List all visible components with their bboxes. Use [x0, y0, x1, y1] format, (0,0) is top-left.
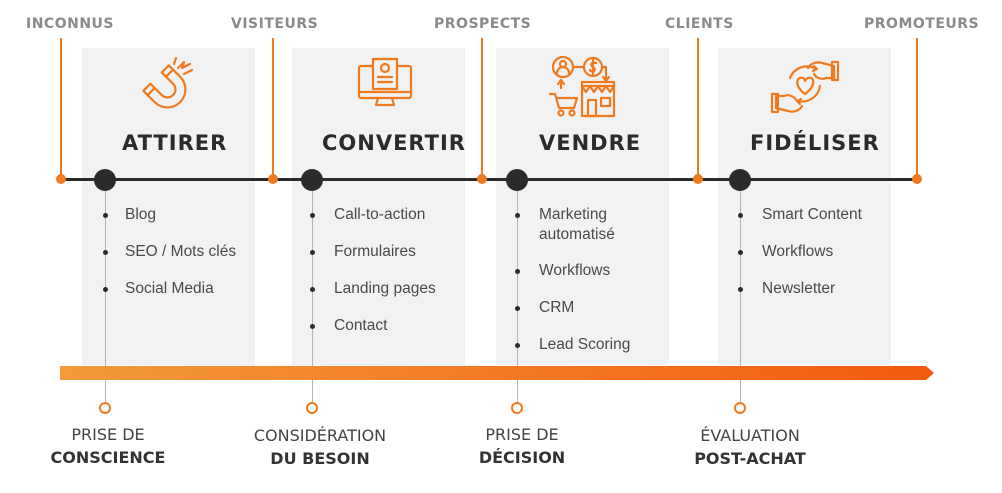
- bullet: [738, 250, 743, 255]
- phase-line-2: CONSCIENCE: [50, 448, 166, 467]
- list-item: Blog: [125, 206, 157, 223]
- stage-dot: [268, 174, 278, 184]
- stage-tick: [272, 38, 274, 178]
- stage-label-inconnus: INCONNUS: [26, 16, 114, 32]
- stage-tick: [697, 38, 699, 178]
- list-item: Marketing automatisé: [539, 206, 615, 243]
- bullet: [103, 250, 108, 255]
- stage-label-clients: CLIENTS: [665, 16, 734, 32]
- column-panel-convertir: [292, 48, 465, 365]
- stage-tick: [481, 38, 483, 178]
- column-node: [729, 169, 751, 191]
- column-title-convertir: CONVERTIR: [322, 131, 466, 155]
- bullet: [103, 213, 108, 218]
- phase-line-2: DÉCISION: [478, 448, 566, 467]
- phase-label-consideration: CONSIDÉRATION DU BESOIN: [220, 424, 420, 470]
- phase-line-2: POST-ACHAT: [694, 449, 806, 468]
- phase-ring: [306, 402, 318, 414]
- stage-dot: [56, 174, 66, 184]
- magnet-icon: [142, 56, 194, 109]
- column-node: [506, 169, 528, 191]
- phase-ring: [99, 402, 111, 414]
- bullet: [515, 213, 520, 218]
- column-guide-line: [105, 190, 106, 402]
- column-guide-line: [312, 190, 313, 402]
- store-cart-icon: [548, 55, 616, 118]
- bullet: [738, 213, 743, 218]
- bullet: [310, 250, 315, 255]
- column-title-vendre: VENDRE: [539, 131, 642, 155]
- column-title-attirer: ATTIRER: [122, 131, 228, 155]
- bullet: [738, 287, 743, 292]
- phase-ring: [734, 402, 746, 414]
- list-item: Newsletter: [762, 280, 836, 297]
- column-node: [301, 169, 323, 191]
- list-item: Landing pages: [334, 280, 436, 297]
- list-item: Social Media: [125, 280, 214, 297]
- phase-ring: [511, 402, 523, 414]
- phase-line-1: CONSIDÉRATION: [253, 426, 387, 445]
- list-item: Smart Content: [762, 206, 862, 223]
- phase-line-1: PRISE DE: [485, 425, 559, 444]
- progress-arrow: [60, 366, 934, 380]
- monitor-form-icon: [357, 57, 413, 107]
- bullet: [515, 343, 520, 348]
- list-item: Workflows: [539, 262, 611, 279]
- bullet: [310, 287, 315, 292]
- stage-tick: [916, 38, 918, 178]
- phase-label-evaluation-post-achat: ÉVALUATION POST-ACHAT: [650, 424, 850, 470]
- list-item: Contact: [334, 317, 388, 334]
- column-title-fideliser: FIDÉLISER: [750, 131, 880, 155]
- stage-label-visiteurs: VISITEURS: [231, 16, 319, 32]
- list-item: Formulaires: [334, 243, 416, 260]
- column-guide-line: [740, 190, 741, 402]
- list-item: Lead Scoring: [539, 336, 631, 353]
- list-item: SEO / Mots clés: [125, 243, 237, 260]
- column-guide-line: [517, 190, 518, 402]
- bullet: [103, 287, 108, 292]
- phase-line-2: DU BESOIN: [270, 449, 370, 468]
- stage-dot: [912, 174, 922, 184]
- hands-heart-icon: [770, 60, 840, 114]
- phase-line-1: ÉVALUATION: [700, 426, 800, 445]
- bullet: [515, 269, 520, 274]
- column-node: [94, 169, 116, 191]
- phase-label-prise-de-decision: PRISE DE DÉCISION: [422, 423, 622, 469]
- stage-label-prospects: PROSPECTS: [434, 16, 532, 32]
- bullet: [515, 306, 520, 311]
- stage-tick: [60, 38, 62, 178]
- phase-line-1: PRISE DE: [71, 425, 145, 444]
- list-item: Workflows: [762, 243, 834, 260]
- stage-dot: [477, 174, 487, 184]
- column-panel-attirer: [82, 48, 255, 365]
- list-item: Call-to-action: [334, 206, 426, 223]
- bullet: [310, 324, 315, 329]
- bullet: [310, 213, 315, 218]
- stage-dot: [693, 174, 703, 184]
- stage-label-promoteurs: PROMOTEURS: [864, 16, 980, 32]
- timeline-line: [62, 178, 918, 181]
- list-item: CRM: [539, 299, 575, 316]
- phase-label-prise-de-conscience: PRISE DE CONSCIENCE: [8, 423, 208, 469]
